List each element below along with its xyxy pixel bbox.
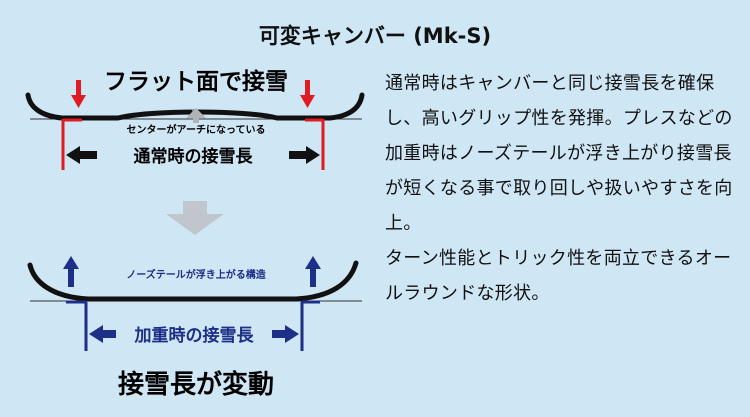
length-arrow-left-bottom — [89, 325, 116, 343]
lift-arrow-left — [63, 256, 79, 287]
transition-down-arrow — [166, 201, 224, 235]
length-arrow-right-top — [289, 146, 320, 164]
contact-length-marker-bottom — [66, 300, 320, 351]
board-profile-pressed — [27, 260, 359, 302]
flat-contact-heading: フラット面で接雪 — [104, 69, 288, 95]
press-arrow-right — [300, 80, 315, 108]
diagram-title: 可変キャンバー (Mk-S) — [258, 24, 492, 48]
pressed-contact-length-label: 加重時の接雪長 — [134, 325, 255, 346]
nose-tail-rise-note: ノーズテールが浮き上がる構造 — [126, 268, 266, 281]
contact-length-marker-top — [61, 118, 325, 170]
description: 通常時はキャンバーと同じ接雪長を確保し、高いグリップ性を発揮。プレスなどの加重時… — [385, 66, 735, 311]
description-paragraph-2: ターン性能とトリック性を両立できるオールラウンドな形状。 — [385, 248, 732, 304]
arch-up-arrow — [186, 108, 206, 123]
arch-note: センターがアーチになっている — [127, 123, 266, 136]
lift-arrow-right — [305, 256, 321, 287]
conclusion-label: 接雪長が変動 — [118, 369, 274, 400]
description-paragraph-1: 通常時はキャンバーと同じ接雪長を確保し、高いグリップ性を発揮。プレスなどの加重時… — [385, 73, 733, 234]
length-arrow-left-top — [66, 146, 97, 164]
length-arrow-right-bottom — [272, 325, 299, 343]
press-arrow-left — [71, 80, 86, 108]
normal-contact-length-label: 通常時の接雪長 — [134, 146, 254, 167]
